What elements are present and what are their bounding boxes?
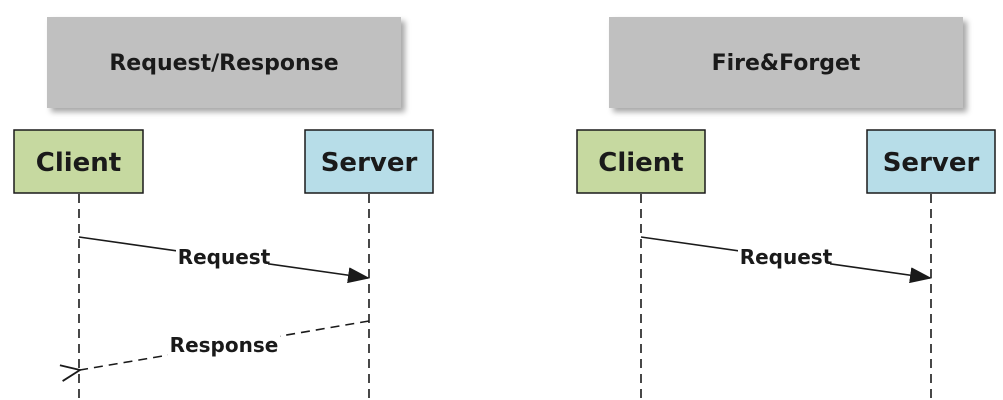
request-response-title: Request/Response [109, 51, 338, 76]
request-response-title-box [47, 17, 401, 108]
right-client-label: Client [598, 148, 683, 178]
left-response-label-bg [168, 331, 280, 357]
left-server-box [304, 129, 434, 194]
right-server-box [866, 129, 996, 194]
left-response-arrow [80, 320, 370, 370]
right-client-box [576, 129, 706, 194]
fire-forget-title: Fire&Forget [712, 51, 861, 76]
fire-and-forget-diagram: Fire&Forget Client Server Request [576, 17, 996, 400]
left-request-label-bg [176, 242, 268, 268]
left-request-label: Request [178, 245, 271, 269]
request-response-diagram: Request/Response Client Server Request R… [13, 17, 434, 400]
right-request-label: Request [740, 245, 833, 269]
left-client-box [13, 129, 144, 194]
right-request-label-bg [738, 242, 830, 268]
fire-forget-title-box [609, 17, 963, 108]
left-server-label: Server [321, 148, 418, 178]
left-response-label: Response [170, 333, 279, 357]
left-client-label: Client [36, 148, 121, 178]
right-server-label: Server [883, 148, 980, 178]
